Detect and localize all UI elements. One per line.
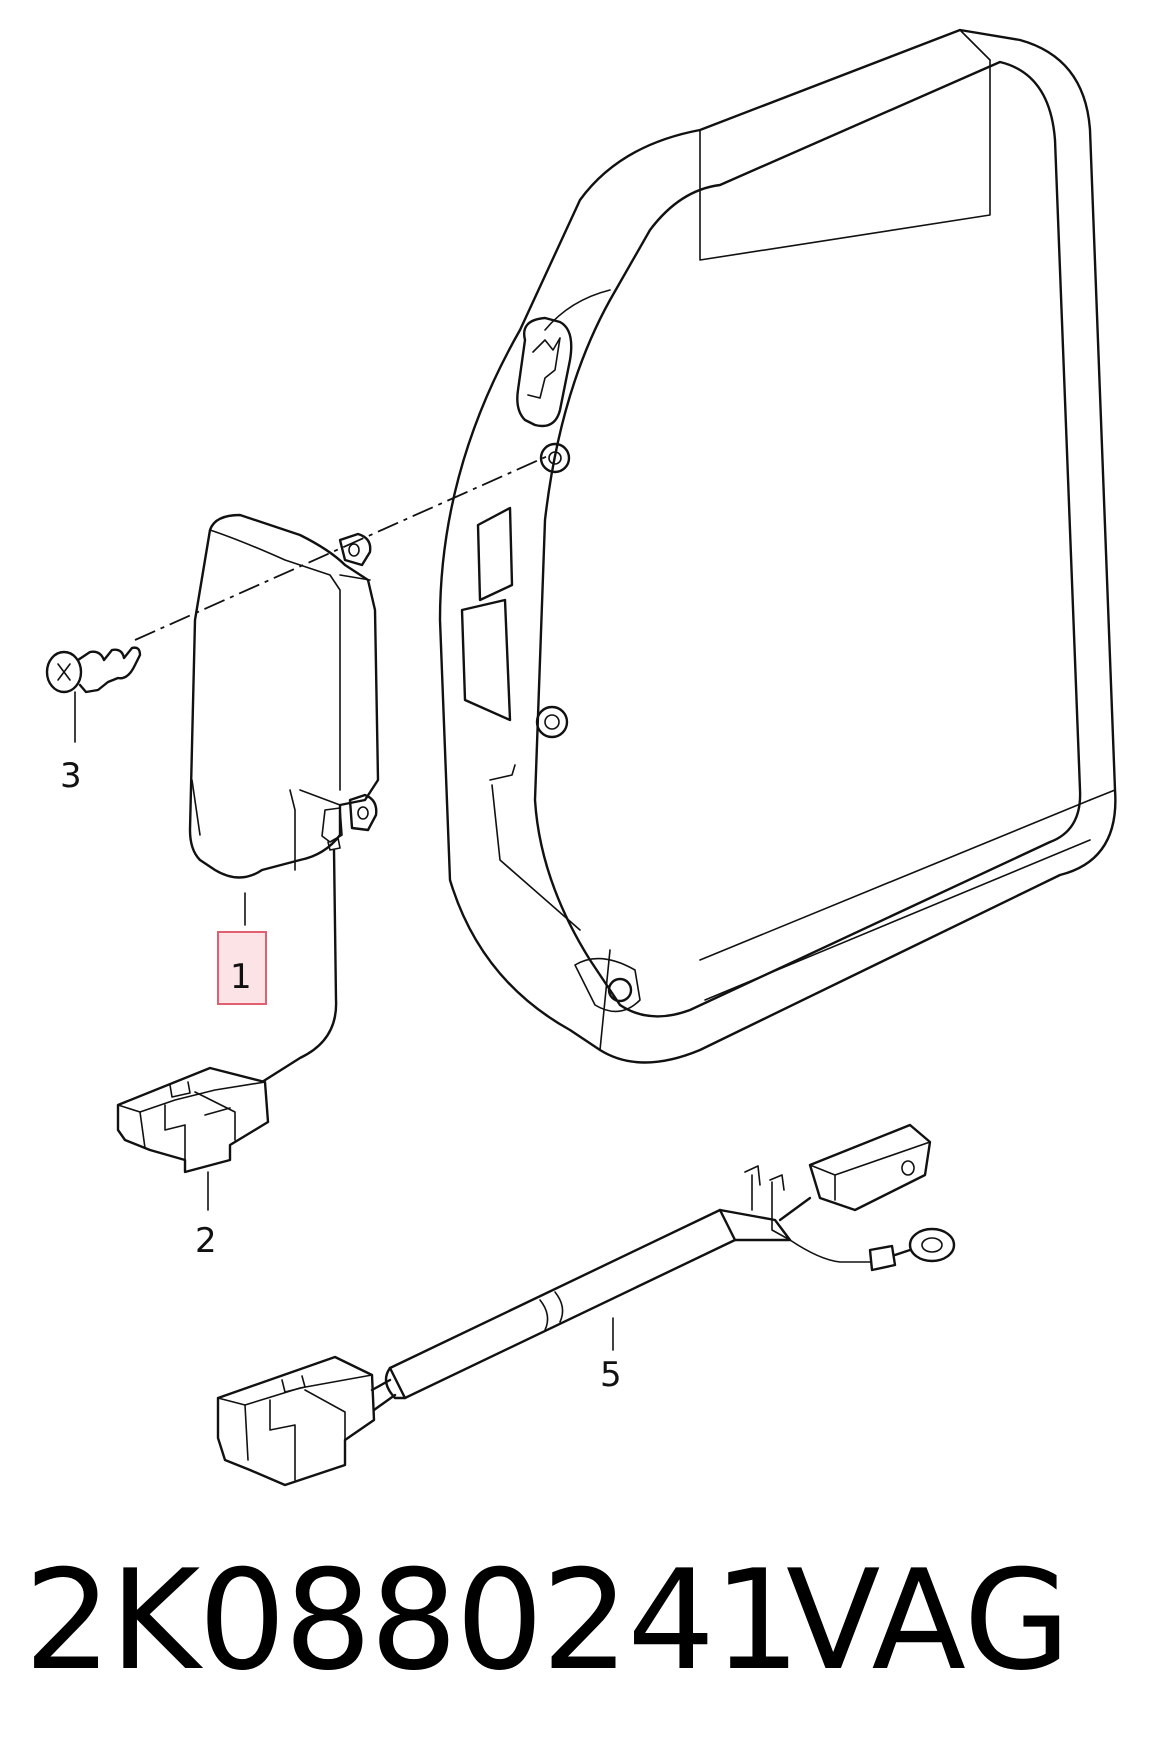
callout-1: 1 xyxy=(230,957,252,997)
connector-part-2 xyxy=(116,1066,270,1174)
brand-name: VAG xyxy=(786,1540,1071,1701)
callout-3: 3 xyxy=(60,756,82,796)
callout-1-highlight xyxy=(217,931,267,1005)
callout-leaders xyxy=(74,691,614,1351)
callout-5: 5 xyxy=(600,1355,622,1395)
callout-2: 2 xyxy=(195,1221,217,1261)
seat-backrest-frame xyxy=(438,28,1117,1064)
screw-part-3 xyxy=(45,646,142,694)
control-module-part-1 xyxy=(188,513,380,1084)
part-number: 2K0880241 xyxy=(24,1540,801,1701)
wiring-harness-part-5 xyxy=(216,1123,956,1487)
